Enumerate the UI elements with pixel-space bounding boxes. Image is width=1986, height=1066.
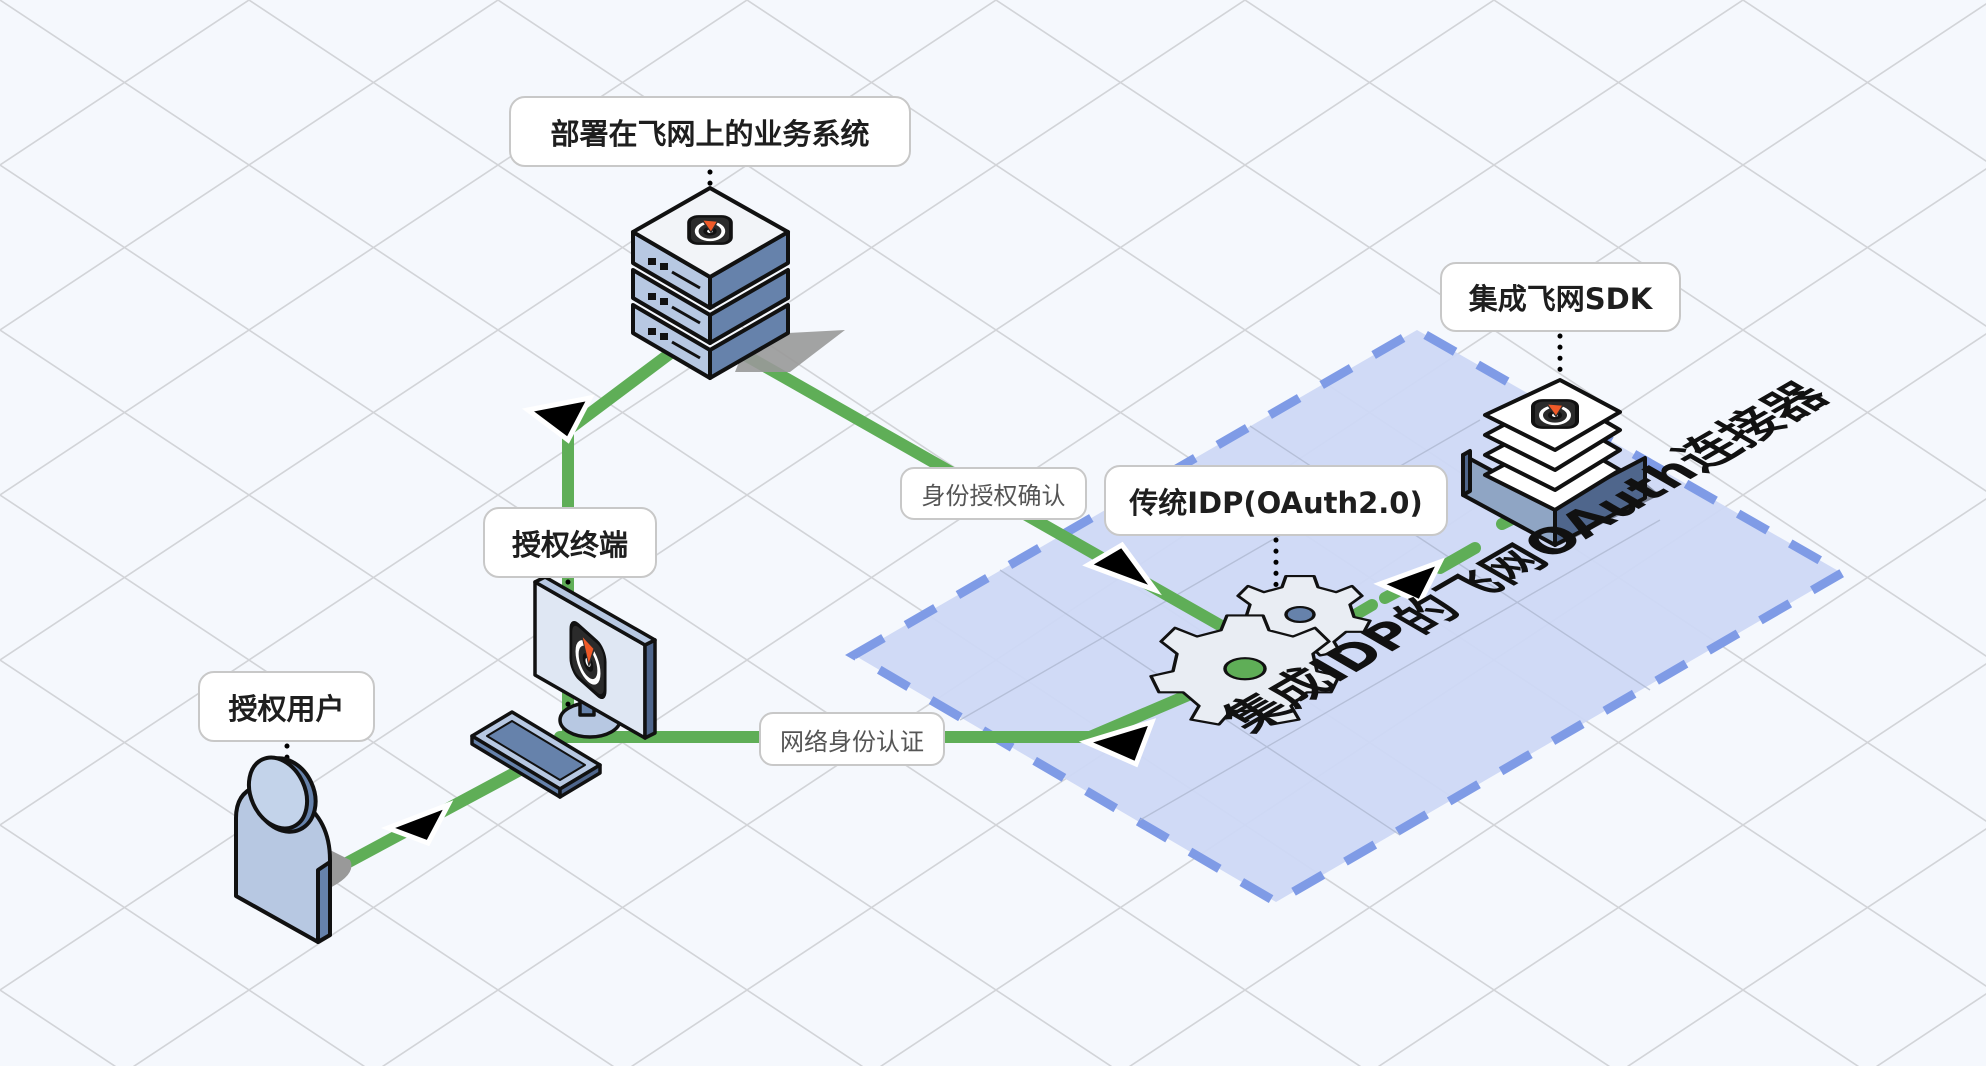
keyboard-icon (470, 710, 602, 799)
monitor-icon (533, 575, 657, 740)
arrow-server-to-idp (1082, 541, 1162, 596)
arrow-terminal-to-idp (1078, 718, 1157, 768)
arrow-user-to-terminal (380, 800, 454, 847)
brand-logo-icon (687, 214, 733, 246)
server-stack-icon (631, 186, 845, 380)
person-icon (234, 755, 352, 944)
arrow-terminal-to-server (521, 394, 595, 444)
edge-terminal-idp (554, 684, 1206, 743)
brand-logo-icon (1531, 398, 1579, 430)
label-user: 授权用户 (198, 671, 375, 742)
edge-label-network-auth: 网络身份认证 (759, 712, 945, 766)
edge-idp-sdk (1349, 599, 1378, 621)
label-business-system: 部署在飞网上的业务系统 (509, 96, 911, 167)
arrow-idp-to-sdk (1373, 557, 1446, 606)
label-idp: 传统IDP(OAuth2.0) (1104, 465, 1448, 536)
edge-label-auth-confirm: 身份授权确认 (900, 467, 1087, 520)
gears-icon (1149, 574, 1372, 726)
label-sdk: 集成飞网SDK (1440, 262, 1681, 332)
sdk-layers-icon (1461, 378, 1660, 547)
label-terminal: 授权终端 (483, 507, 657, 578)
arrows (380, 394, 1446, 847)
